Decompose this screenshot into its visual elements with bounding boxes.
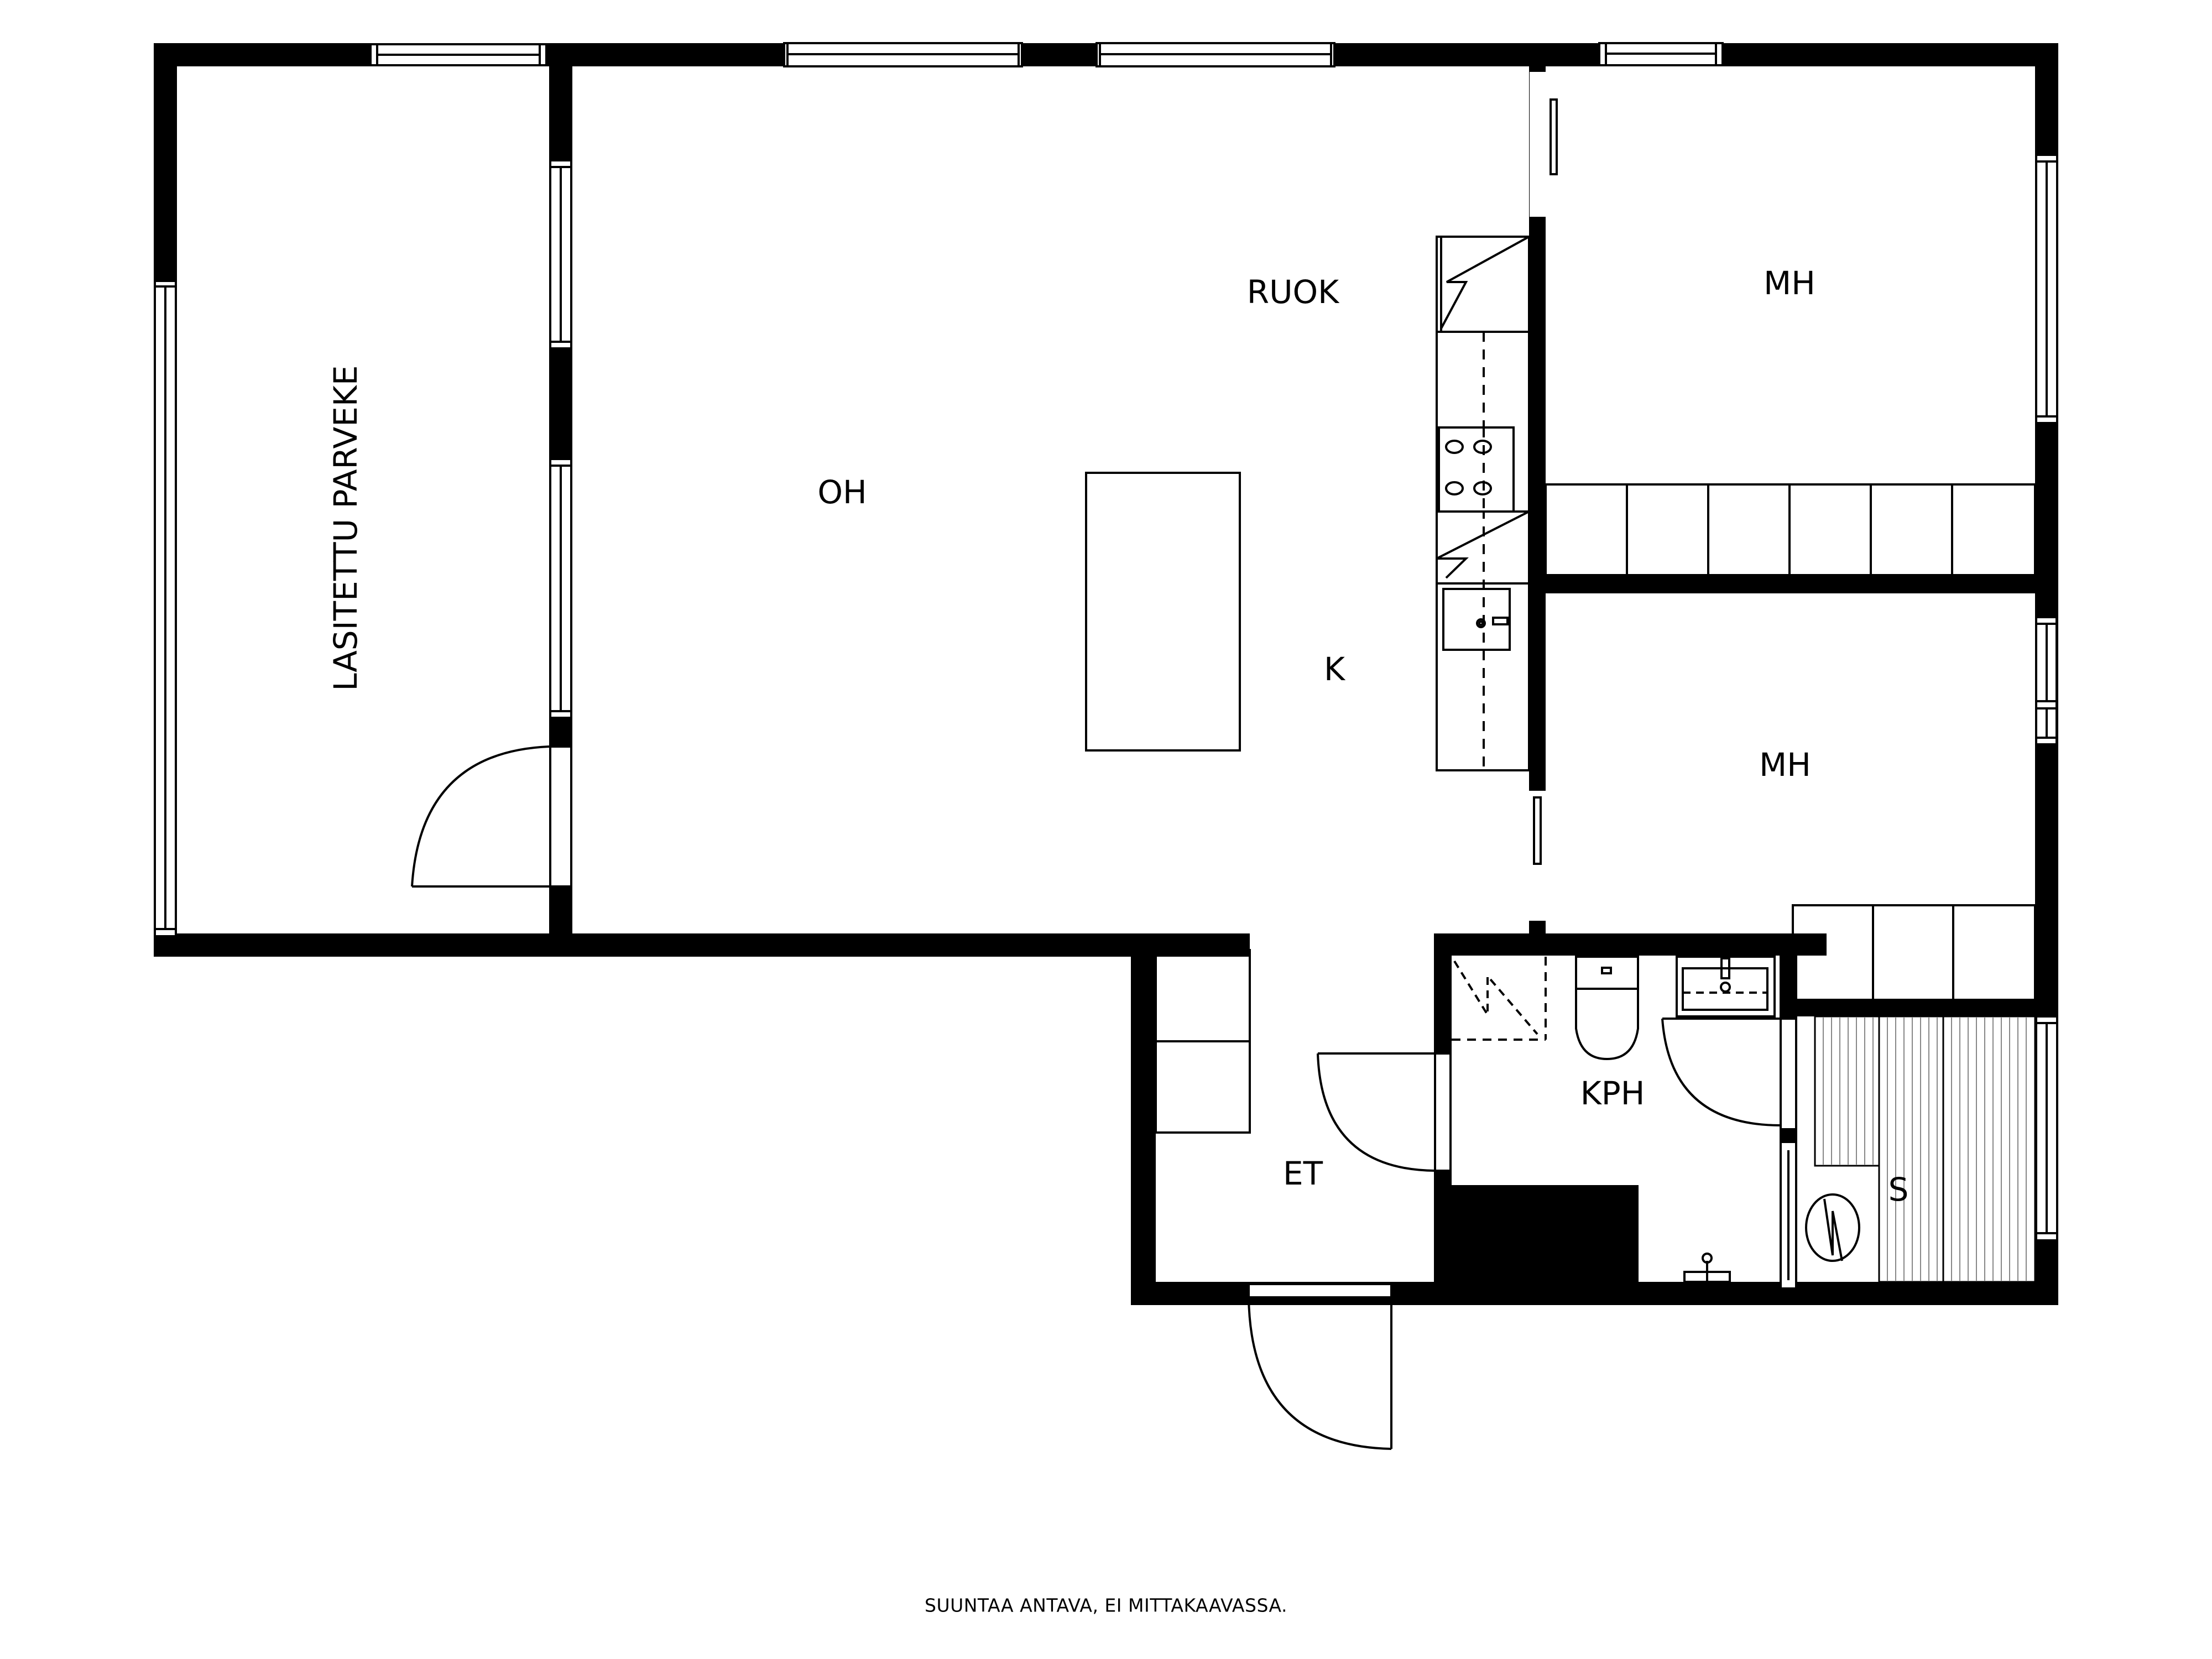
room-label-hallway: ET: [1282, 1155, 1323, 1192]
windows: [154, 42, 2058, 1241]
window-divider-lower: [549, 458, 572, 719]
door-bathroom: [1317, 1052, 1452, 1172]
room-label-balcony: LASITETTU PARVEKE: [327, 365, 364, 691]
wardrobe-hallway: [1155, 949, 1251, 1134]
door-entrance: [1248, 1283, 1392, 1450]
window-living-top-1: [783, 42, 1023, 67]
room-label-bedroom-2: MH: [1759, 746, 1811, 784]
sauna-stove: [1805, 1193, 1860, 1262]
sauna-benches: [1814, 1015, 2036, 1283]
window-balcony-left: [154, 280, 177, 937]
kitchen-island: [1085, 472, 1241, 752]
door-balcony: [411, 745, 572, 888]
window-bedroom2-right: [2035, 616, 2058, 745]
window-divider-upper: [549, 159, 572, 349]
room-label-dining: RUOK: [1246, 273, 1339, 311]
shower: [1452, 957, 1547, 1041]
room-label-sauna: S: [1888, 1171, 1909, 1208]
door-sauna: [1661, 1018, 1797, 1290]
room-label-bathroom: KPH: [1580, 1074, 1645, 1112]
wardrobe-bedroom2: [1792, 904, 2036, 1001]
window-bedroom2-right-upper: [2035, 616, 2058, 745]
door-bedroom1-sliding: [1529, 66, 1558, 217]
room-label-living: OH: [817, 473, 867, 511]
bathroom-sink: [1676, 956, 1776, 1018]
toilet: [1575, 956, 1639, 1061]
doors: [411, 66, 1797, 1450]
wardrobe-bedroom1: [1545, 483, 2036, 576]
fixtures: [1085, 236, 2036, 1283]
disclaimer-note: SUUNTAA ANTAVA, EI MITTAKAAVASSA.: [924, 1594, 1288, 1616]
window-bedroom-top: [1598, 42, 1724, 66]
door-bedroom2-sliding: [1530, 791, 1546, 921]
window-balcony-top: [369, 43, 547, 66]
room-label-kitchen: K: [1323, 650, 1345, 688]
room-label-bedroom-1: MH: [1764, 264, 1815, 302]
window-bedroom1-right: [2035, 154, 2058, 424]
window-sauna-right: [2035, 1015, 2058, 1241]
faucet: [1683, 1253, 1731, 1283]
window-living-top-2: [1095, 42, 1335, 67]
kitchen-counter: [1436, 236, 1530, 771]
